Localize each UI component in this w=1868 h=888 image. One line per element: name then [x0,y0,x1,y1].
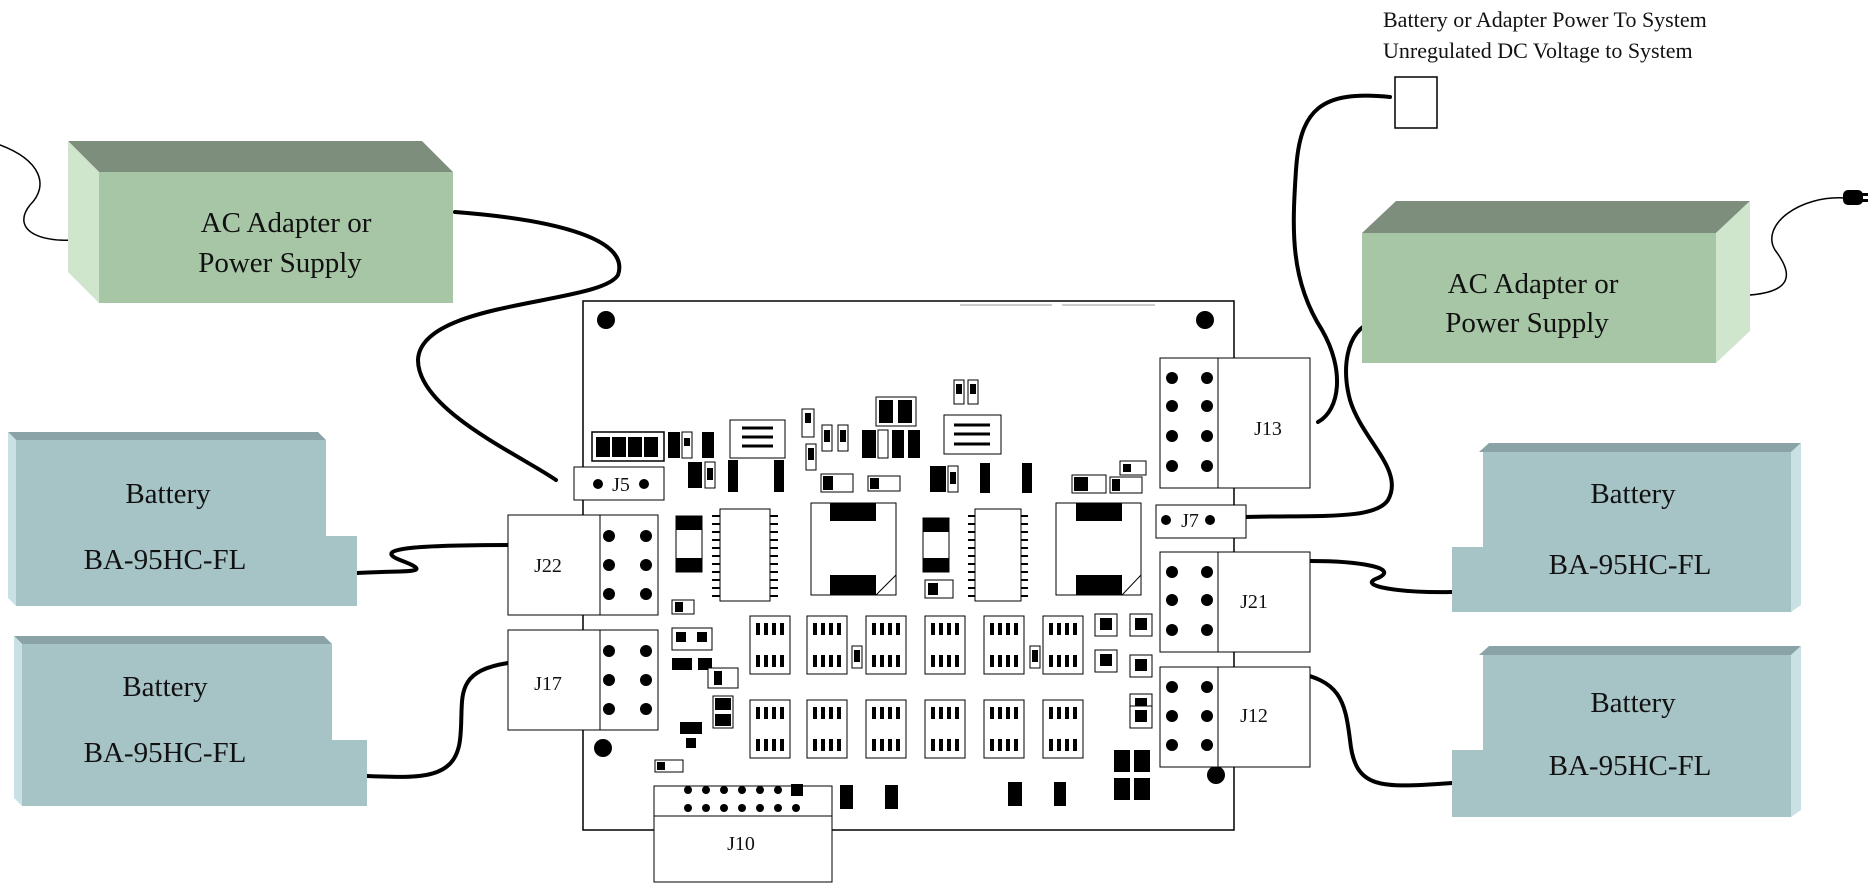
connector-j7: J7 [1155,504,1247,539]
cable-battery-to-j17 [365,661,510,779]
j12-label: J12 [1240,705,1268,727]
j7-label: J7 [1181,510,1199,532]
ac-adapter-left: AC Adapter or Power Supply [68,141,453,303]
mounting-hole [597,311,615,329]
battery-4-title: Battery [1590,687,1676,719]
connector-j22: J22 [507,514,659,616]
j21-label: J21 [1240,591,1268,613]
pcb-board: J5 J7 J13 [507,300,1311,883]
battery-3-title: Battery [1590,478,1676,510]
j10-label: J10 [727,833,755,855]
j13-label: J13 [1254,418,1282,440]
battery-2-model: BA-95HC-FL [84,737,247,769]
connector-j17: J17 [507,629,659,731]
battery-1-model: BA-95HC-FL [84,544,247,576]
battery-2-title: Battery [122,671,208,703]
mounting-hole [1196,311,1214,329]
cable-adapter-left-to-j5 [415,210,622,482]
small-passives [654,599,1153,809]
j5-label: J5 [612,474,630,496]
battery-right-bottom: Battery BA-95HC-FL [1452,646,1801,817]
cable-j21-to-battery [1308,559,1454,595]
ac-adapter-right: AC Adapter or Power Supply [1362,201,1750,363]
battery-left-top: Battery BA-95HC-FL [8,432,357,606]
top-components [591,379,1147,494]
connector-j21: J21 [1159,551,1311,653]
connector-j10: J10 [653,784,833,883]
cable-adapter-right-to-j7 [1243,320,1394,519]
note-line-1: Battery or Adapter Power To System [1383,7,1707,32]
plug-icon [1843,190,1868,205]
cable-battery-to-j22 [355,543,514,575]
battery-right-top: Battery BA-95HC-FL [1452,443,1801,612]
cable-j12-to-battery [1290,670,1454,788]
mains-cord-left [0,144,101,241]
adapter-left-line-1: AC Adapter or [201,207,372,239]
ic-pins [756,623,1077,751]
cables [0,93,1846,788]
connector-j12: J12 [1159,666,1311,768]
connector-j5: J5 [573,466,665,501]
cable-j13-to-system [1291,93,1392,424]
middle-components [675,502,1142,602]
adapter-left-line-2: Power Supply [198,247,362,279]
adapter-right-line-1: AC Adapter or [1448,268,1619,300]
battery-3-model: BA-95HC-FL [1549,549,1712,581]
mains-cord-right [1715,197,1846,297]
j22-label: J22 [534,555,562,577]
battery-4-model: BA-95HC-FL [1549,750,1712,782]
mounting-hole [1207,766,1225,784]
j17-label: J17 [534,673,562,695]
battery-1-title: Battery [125,478,211,510]
connector-j13: J13 [1159,357,1311,489]
note-line-2: Unregulated DC Voltage to System [1383,38,1693,63]
adapter-right-line-2: Power Supply [1445,307,1609,339]
battery-left-bottom: Battery BA-95HC-FL [14,636,367,806]
system-power-connector [1394,76,1438,129]
mounting-hole [594,739,612,757]
